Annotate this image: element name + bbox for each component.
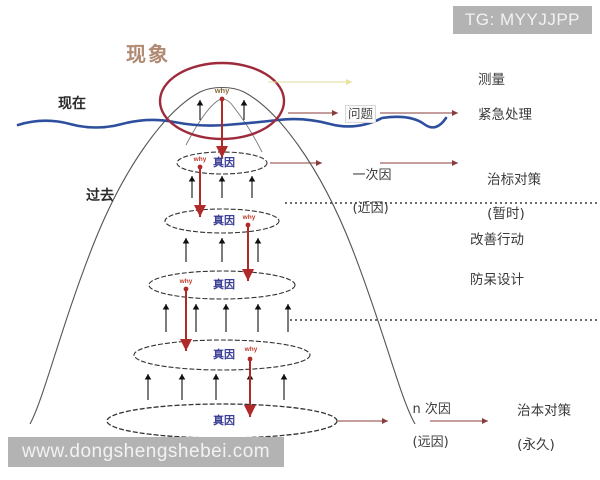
- tg-watermark-banner: TG: MYYJJPP: [452, 6, 592, 34]
- why-labels: why why why why why: [179, 86, 258, 353]
- why-drilldown-arrows: [180, 99, 256, 417]
- why-label-1: why: [193, 156, 207, 163]
- true-cause-label-5: 真因: [213, 413, 235, 427]
- true-cause-labels: 真因 真因 真因 真因 真因: [213, 155, 235, 427]
- iceberg-outline: [29, 86, 416, 425]
- primary-cause-label: 一次因 (近因): [336, 152, 392, 233]
- why-label-2: why: [242, 214, 256, 221]
- countermeasure-root: 治本对策 (永久): [500, 386, 571, 470]
- countermeasure-root-text: 治本对策: [517, 402, 572, 419]
- countermeasure-symptomatic: 治标对策 (暂时): [470, 155, 541, 239]
- why-arrow-dots: [183, 96, 253, 362]
- cause-ellipse-2: [164, 208, 280, 234]
- true-cause-label-1: 真因: [213, 155, 235, 169]
- countermeasure-improvement-action: 改善行动: [470, 232, 524, 248]
- countermeasure-symptomatic-text: 治标对策: [487, 171, 542, 188]
- primary-cause-text: 一次因: [352, 168, 392, 184]
- countermeasure-root-sub: (永久): [517, 436, 555, 453]
- present-label: 现在: [58, 96, 86, 112]
- past-label: 过去: [86, 188, 114, 204]
- countermeasure-mistake-proofing: 防呆设计: [470, 272, 524, 288]
- why-label-peak: why: [214, 86, 230, 95]
- countermeasure-measurement: 测量: [478, 72, 505, 88]
- flow-arrows: [270, 110, 488, 424]
- nth-cause-label: n 次因 (远因): [396, 386, 451, 467]
- primary-cause-sub: (近因): [352, 200, 389, 216]
- divider-lines: [285, 202, 600, 321]
- nth-cause-text: n 次因: [412, 402, 451, 418]
- cause-ellipse-3: [148, 270, 296, 300]
- true-cause-label-3: 真因: [213, 277, 235, 291]
- problem-box[interactable]: 问题: [345, 105, 377, 123]
- cause-ellipse-5: [106, 403, 338, 439]
- countermeasure-symptomatic-sub: (暂时): [487, 205, 525, 222]
- nth-cause-sub: (远因): [412, 434, 449, 450]
- true-cause-label-4: 真因: [213, 347, 235, 361]
- waterline: [16, 115, 448, 129]
- site-watermark-banner: www.dongshengshebei.com: [8, 437, 285, 467]
- phenomenon-label: 现象: [126, 42, 170, 66]
- countermeasure-emergency-handling: 紧急处理: [478, 107, 532, 123]
- cause-ellipse-4: [133, 339, 311, 371]
- true-cause-label-2: 真因: [213, 213, 235, 227]
- why-label-3: why: [179, 278, 193, 285]
- why-label-4: why: [244, 346, 258, 353]
